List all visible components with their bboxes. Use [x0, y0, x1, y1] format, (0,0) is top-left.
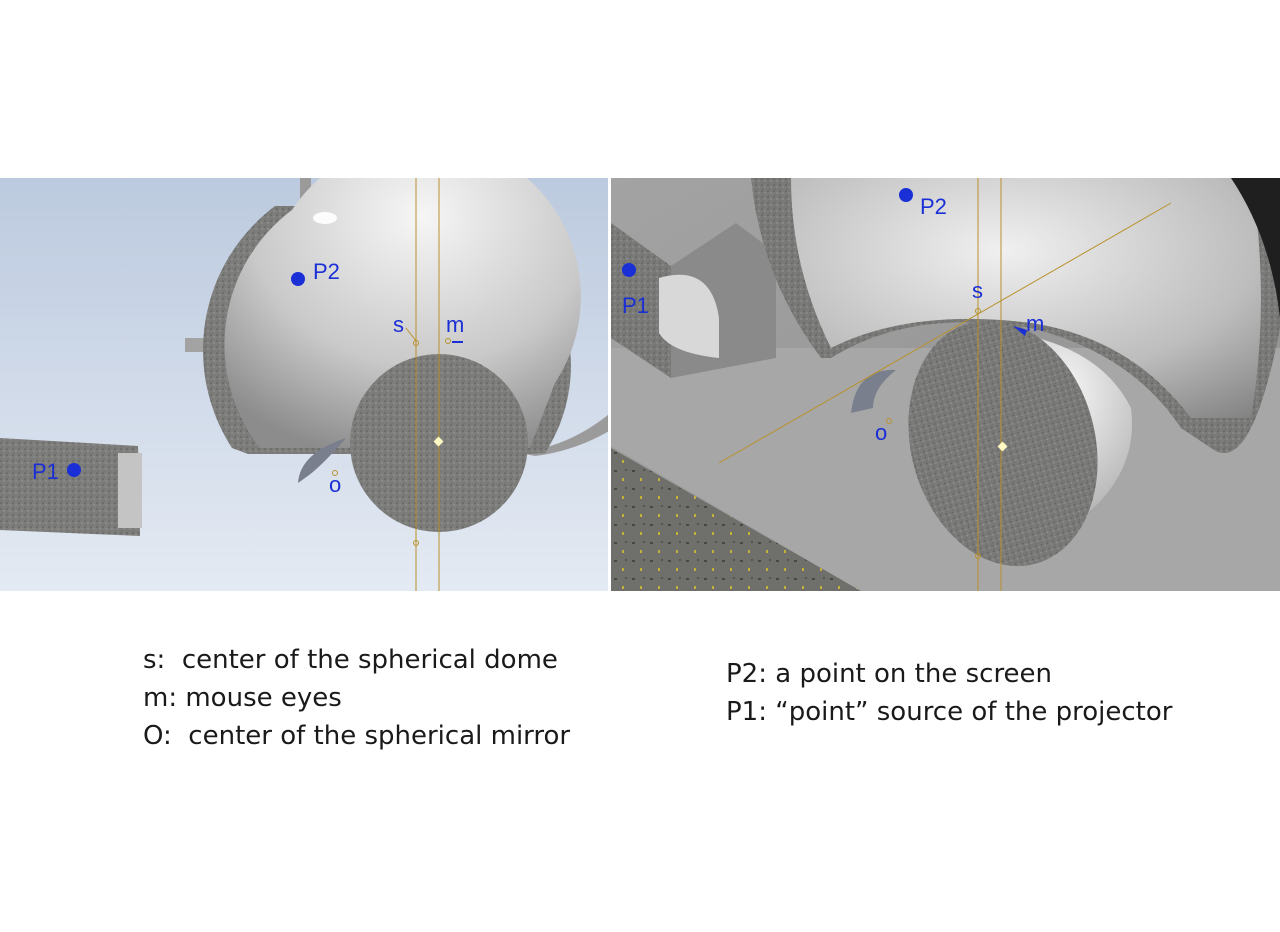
legend-item-p1: P1: “point” source of the projector: [726, 697, 1173, 727]
right-render-view: P2 P1 s m o: [611, 178, 1280, 591]
p1-label: P1: [622, 293, 649, 318]
o-label: o: [875, 420, 887, 445]
p1-point: [622, 263, 636, 277]
granite-floor: [611, 448, 861, 591]
m-marker: [445, 338, 451, 344]
o-label: o: [329, 472, 341, 497]
dome-edge: [1231, 178, 1280, 318]
s-label: s: [393, 312, 404, 337]
m-label: m: [1026, 311, 1044, 336]
p1-label: P1: [32, 459, 59, 484]
o-marker: [886, 418, 892, 424]
p1-point: [67, 463, 81, 477]
mirror-fragment: [298, 438, 346, 483]
projector-tube: [0, 438, 140, 536]
p2-label: P2: [920, 194, 947, 219]
s-pointer: [405, 327, 417, 342]
dome-highlight: [313, 212, 337, 224]
legend-right: P2: a point on the screen P1: “point” so…: [726, 655, 1172, 731]
legend-item-m: m: mouse eyes: [143, 683, 342, 713]
projector-body: [611, 223, 671, 378]
left-render-view: P2 s m P1 o: [0, 178, 608, 591]
legend-left: s: center of the spherical dome m: mouse…: [143, 641, 570, 755]
dome-interior: [791, 178, 1261, 418]
right-scene: P2 P1 s m o: [611, 178, 1280, 591]
left-scene: P2 s m P1 o: [0, 178, 608, 591]
projector-lens: [118, 453, 142, 528]
legend-item-s: s: center of the spherical dome: [143, 645, 558, 675]
lower-marker: [413, 540, 419, 546]
projector-lens: [659, 274, 719, 358]
s-marker: [975, 308, 981, 314]
mirror-fragment: [851, 369, 896, 413]
diagonal-axis: [718, 202, 1172, 464]
mirror-center-marker: [433, 436, 444, 447]
s-label: s: [972, 278, 983, 303]
legend-item-o: O: center of the spherical mirror: [143, 721, 571, 751]
p2-point: [291, 272, 305, 286]
s-marker: [413, 340, 419, 346]
m-label: m: [446, 312, 464, 337]
p2-point: [899, 188, 913, 202]
lower-marker: [975, 553, 981, 559]
p2-label: P2: [313, 259, 340, 284]
mirror-center-marker: [997, 441, 1008, 452]
m-eye-marker: [1013, 326, 1027, 336]
o-marker: [332, 470, 338, 476]
legend-item-p2: P2: a point on the screen: [726, 659, 1053, 689]
